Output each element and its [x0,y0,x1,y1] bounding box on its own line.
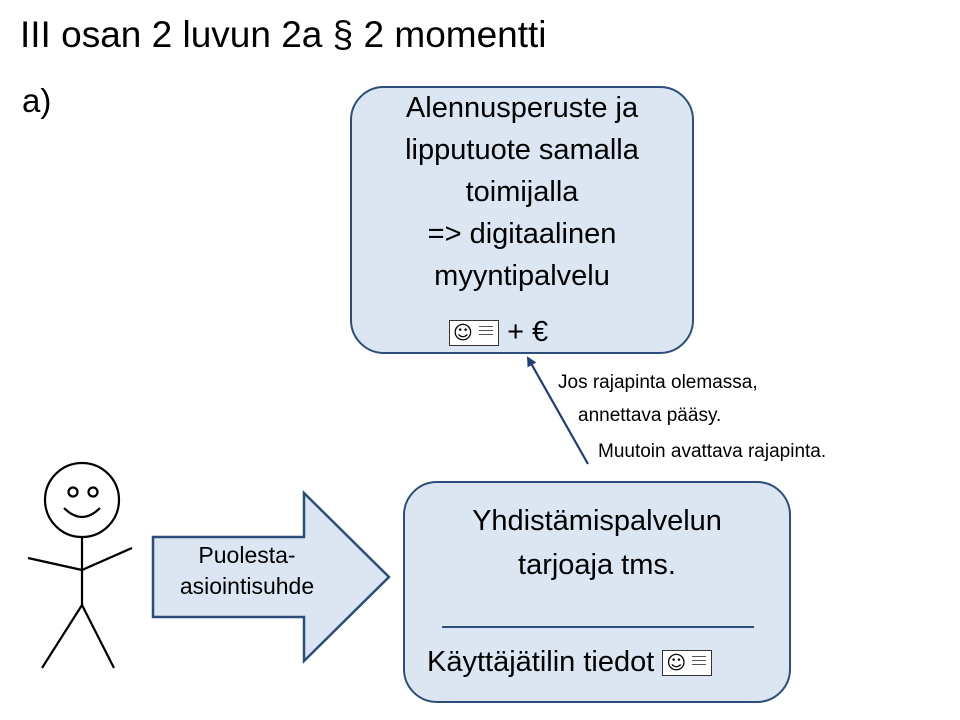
bottom-box-line: tarjoaja tms. [518,549,676,581]
slide-title: III osan 2 luvun 2a § 2 momentti [20,14,547,55]
top-box-line: lipputuote samalla [405,134,639,166]
account-text: Käyttäjätilin tiedot [427,646,655,678]
bottom-box: Yhdistämispalvelun tarjoaja tms. Käyttäj… [403,481,791,703]
connector-arrow [527,356,589,465]
bottom-box-account-row: Käyttäjätilin tiedot ☺ [427,646,713,679]
id-card-smiley-icon: ☺ [449,320,499,347]
block-arrow-label: Puolesta- asiointisuhde [179,542,315,599]
top-box-payment-row: ☺ + € [449,316,548,349]
stick-figure-icon [27,461,133,669]
slide-subtitle: a) [22,82,52,119]
delegation-block-arrow [151,490,391,664]
top-box-line: => digitaalinen [427,218,617,250]
bottom-box-line: Yhdistämispalvelun [472,505,722,537]
top-box: Alennusperuste ja lipputuote samalla toi… [350,86,694,354]
divider-line [442,626,754,628]
top-box-line: toimijalla [465,176,579,208]
annotation-line-2: annettava pääsy. [578,405,722,426]
annotation-line-1: Jos rajapinta olemassa, [558,372,758,393]
top-box-line: myyntipalvelu [434,260,610,292]
payment-text: + € [507,316,549,348]
annotation-line-3: Muutoin avattava rajapinta. [598,441,827,462]
top-box-line: Alennusperuste ja [405,92,639,124]
id-card-smiley-icon: ☺ [662,650,713,677]
